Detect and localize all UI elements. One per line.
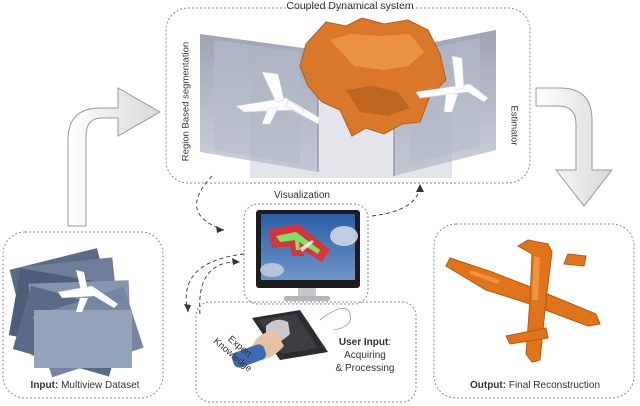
- connector-system-to-visualization: [196, 175, 225, 231]
- input-box: [2, 231, 164, 399]
- output-caption: Output: Final Reconstruction: [450, 380, 620, 391]
- system-to-output-arrow: [535, 87, 614, 207]
- user-input-line3: & Processing: [335, 363, 395, 374]
- output-box: [433, 223, 635, 399]
- output-caption-bold: Output:: [469, 380, 507, 391]
- input-caption-bold: Input:: [30, 380, 59, 391]
- user-input-label: User Input: Acquiring & Processing: [322, 336, 408, 375]
- coupled-system-box: [165, 7, 531, 184]
- user-input-line2: Acquiring: [344, 350, 386, 361]
- user-input-box: [195, 301, 417, 403]
- input-to-system-arrow: [67, 87, 162, 227]
- coupled-system-illustration: [200, 17, 496, 178]
- tablet-and-hand: [231, 307, 352, 368]
- region-segmentation-label: Region Based segmentation: [180, 41, 192, 162]
- input-caption: Input: Multiview Dataset: [20, 380, 150, 391]
- input-image-stack: [8, 248, 144, 378]
- estimator-label: Estimator: [508, 105, 520, 146]
- reconstructed-plane: [445, 239, 601, 363]
- connector-loop-left: [185, 253, 245, 313]
- coupled-system-title: Coupled Dynamical system: [286, 0, 414, 12]
- connector-arrowheads: [184, 184, 424, 312]
- connector-visualization-to-system: [371, 183, 421, 217]
- visualization-label: Visualization: [274, 190, 330, 201]
- output-caption-rest: Final Reconstruction: [506, 380, 601, 391]
- user-input-bold: User Input: [338, 337, 389, 348]
- user-input-suffix: :: [388, 337, 392, 348]
- input-caption-rest: Multiview Dataset: [58, 380, 140, 391]
- connector-user-to-visualization: [199, 261, 241, 315]
- monitor: [256, 210, 360, 301]
